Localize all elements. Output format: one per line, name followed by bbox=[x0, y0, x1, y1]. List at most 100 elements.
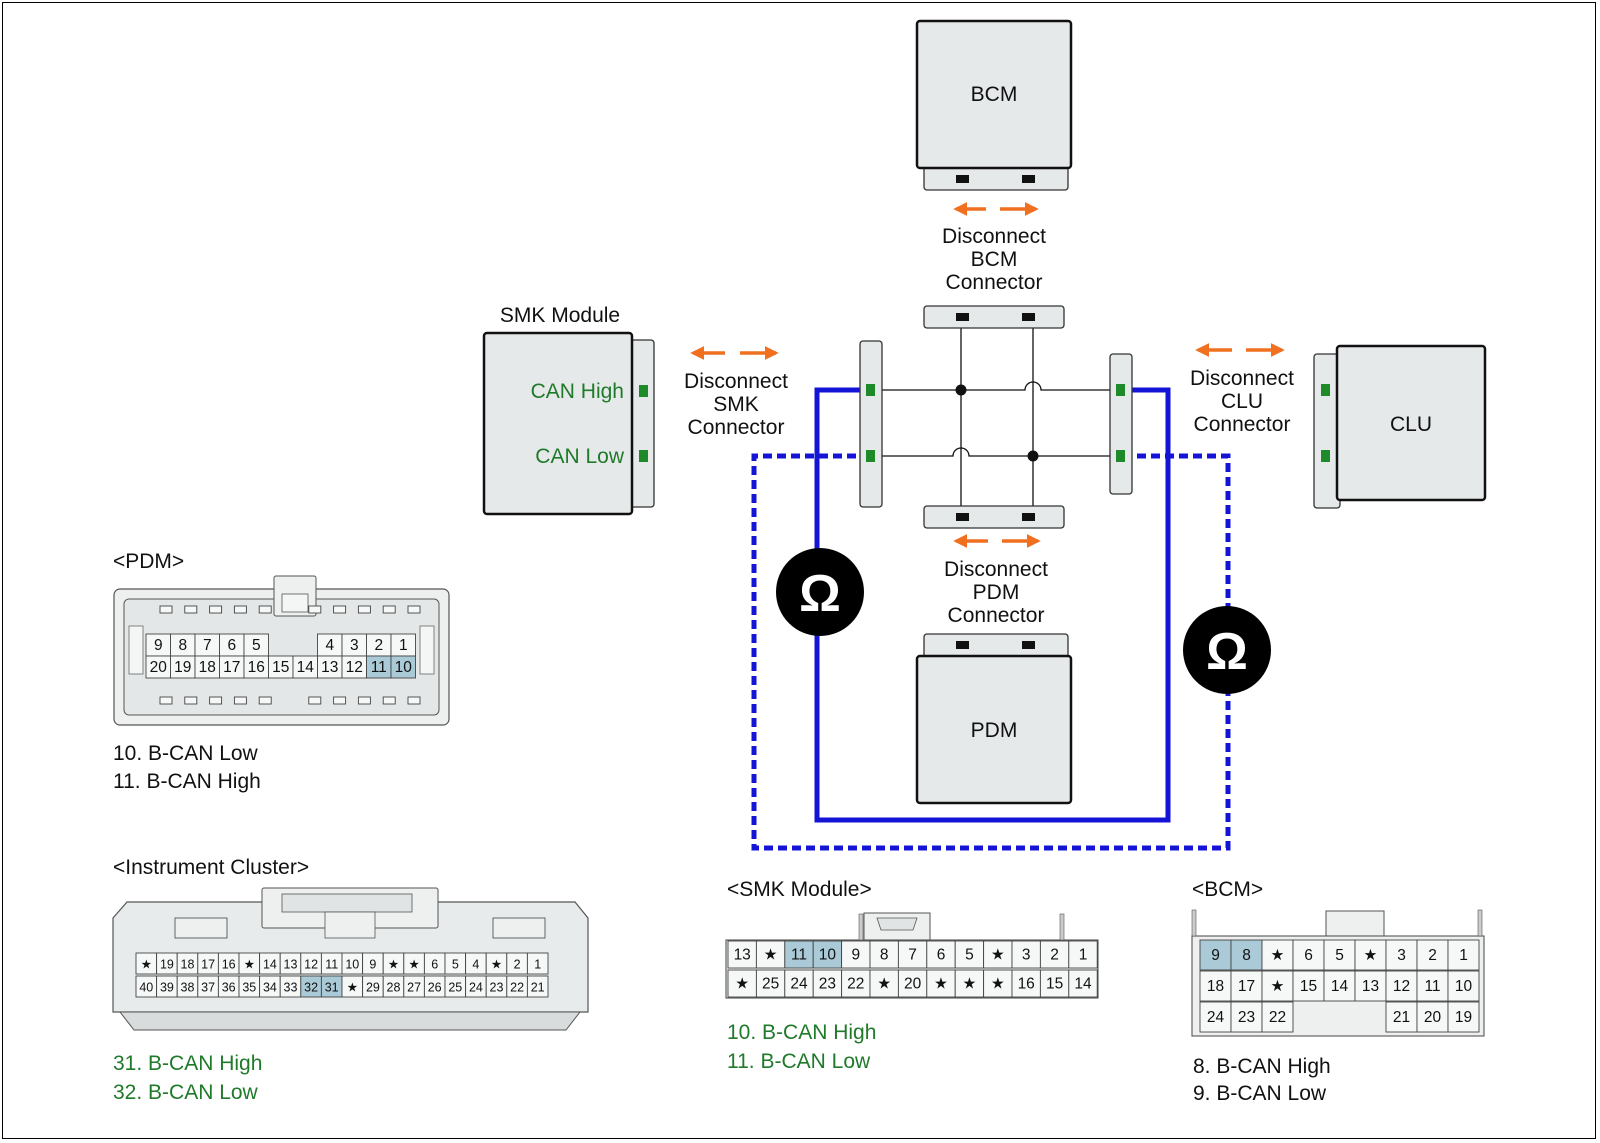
pin-number: 8 bbox=[1242, 947, 1251, 964]
latch-tab bbox=[159, 605, 173, 614]
pin-number: 23 bbox=[490, 981, 504, 995]
pdm-module: PDM bbox=[915, 633, 1073, 805]
pin-number: 23 bbox=[819, 976, 836, 993]
pin-cell bbox=[1416, 1001, 1449, 1033]
clu-module: CLU bbox=[1313, 344, 1487, 509]
pin-cell bbox=[1230, 939, 1263, 971]
pin-number: 16 bbox=[1018, 976, 1035, 993]
pin-number: 8 bbox=[880, 947, 889, 964]
pin-number: 19 bbox=[160, 958, 174, 972]
pin-number: 3 bbox=[1397, 947, 1406, 964]
pin-number: 38 bbox=[181, 981, 195, 995]
pdm-connector-title: <PDM> bbox=[113, 550, 184, 573]
pin-cell bbox=[926, 969, 956, 998]
pin-cell bbox=[1261, 939, 1294, 971]
latch-tab bbox=[209, 605, 223, 614]
pin-number: 16 bbox=[248, 659, 265, 676]
pin-cell bbox=[897, 969, 928, 998]
latch-tab bbox=[184, 605, 198, 614]
pin-star: ★ bbox=[491, 958, 502, 972]
pin-cell bbox=[841, 969, 871, 998]
pin-star: ★ bbox=[1271, 947, 1285, 964]
pin-cell bbox=[1199, 1001, 1232, 1033]
disconnect-clu-line2: CLU bbox=[1221, 390, 1263, 413]
pin-cell bbox=[1292, 939, 1325, 971]
pin-number: 4 bbox=[325, 637, 334, 654]
pin-number: 14 bbox=[263, 958, 277, 972]
smk-module: CAN High CAN Low bbox=[482, 331, 655, 516]
pin-number: 31 bbox=[325, 981, 339, 995]
pin-number: 16 bbox=[222, 958, 236, 972]
pin-cell bbox=[1416, 970, 1449, 1002]
pin-number: 17 bbox=[1238, 978, 1255, 995]
pin-number: 34 bbox=[263, 981, 277, 995]
smk-harness-connector bbox=[859, 340, 883, 508]
pin-cell bbox=[1068, 969, 1098, 998]
pin-cell bbox=[1039, 969, 1070, 998]
junction-dot bbox=[1027, 450, 1039, 462]
latch-tab bbox=[258, 605, 272, 614]
disconnect-bcm-line2: BCM bbox=[971, 248, 1018, 271]
pdm-legend-2: 11. B-CAN High bbox=[113, 770, 261, 793]
pin-number: 9 bbox=[1211, 947, 1220, 964]
disconnect-pdm-line3: Connector bbox=[948, 604, 1045, 627]
smk-can-low-label: CAN Low bbox=[535, 445, 625, 468]
pin-number: 10 bbox=[819, 947, 837, 964]
pin-number: 18 bbox=[199, 659, 216, 676]
pin-cell bbox=[1011, 969, 1041, 998]
disconnect-pdm-line1: Disconnect bbox=[944, 558, 1048, 581]
latch-tab bbox=[308, 696, 322, 705]
pin-number: 13 bbox=[321, 659, 338, 676]
pin-number: 26 bbox=[428, 981, 442, 995]
pin-cell bbox=[1354, 939, 1387, 971]
pin-number: 22 bbox=[1269, 1009, 1286, 1026]
pin-number: 14 bbox=[1074, 976, 1092, 993]
pin-number: 32 bbox=[304, 981, 318, 995]
pin-number: 15 bbox=[272, 659, 289, 676]
pdm-label: PDM bbox=[971, 719, 1018, 742]
pin-cell bbox=[390, 655, 416, 679]
latch-tab bbox=[382, 696, 396, 705]
smk-legend-2: 11. B-CAN Low bbox=[727, 1050, 871, 1073]
pin-cell bbox=[1261, 970, 1294, 1002]
pin-number: 22 bbox=[510, 981, 524, 995]
pin-number: 11 bbox=[791, 947, 807, 964]
pin-number: 6 bbox=[227, 637, 236, 654]
pin-number: 1 bbox=[1459, 947, 1468, 964]
disconnect-smk-line2: SMK bbox=[713, 393, 759, 416]
pdm-legend-1: 10. B-CAN Low bbox=[113, 742, 259, 765]
pin-number: 39 bbox=[160, 981, 174, 995]
bcm-legend-2: 9. B-CAN Low bbox=[1193, 1082, 1327, 1105]
latch-tab bbox=[209, 696, 223, 705]
bcm-label: BCM bbox=[971, 83, 1018, 106]
pin-star: ★ bbox=[244, 958, 255, 972]
pin-number: 27 bbox=[407, 981, 421, 995]
disconnect-clu-line3: Connector bbox=[1194, 413, 1291, 436]
pin-number: 13 bbox=[1362, 978, 1379, 995]
cluster-legend-1: 31. B-CAN High bbox=[113, 1052, 262, 1075]
pin-number: 20 bbox=[1424, 1009, 1442, 1026]
pin-number: 14 bbox=[1331, 978, 1349, 995]
pin-number: 35 bbox=[242, 981, 256, 995]
bcm-connector-title: <BCM> bbox=[1192, 878, 1263, 901]
ohm-symbol: Ω bbox=[799, 565, 841, 623]
pin-number: 10 bbox=[395, 659, 413, 676]
pin-number: 7 bbox=[203, 637, 212, 654]
pin-cell bbox=[1199, 970, 1232, 1002]
pin-cell bbox=[727, 940, 757, 969]
pin-number: 12 bbox=[304, 958, 318, 972]
disconnect-smk-line3: Connector bbox=[688, 416, 785, 439]
pin-star: ★ bbox=[1271, 978, 1285, 995]
pin-number: 36 bbox=[222, 981, 236, 995]
latch-tab bbox=[333, 696, 347, 705]
pin-number: 6 bbox=[431, 958, 438, 972]
pin-number: 19 bbox=[1455, 1009, 1472, 1026]
pin-star: ★ bbox=[347, 981, 358, 995]
pin-number: 1 bbox=[534, 958, 541, 972]
pin-number: 6 bbox=[937, 947, 946, 964]
pin-number: 9 bbox=[851, 947, 860, 964]
